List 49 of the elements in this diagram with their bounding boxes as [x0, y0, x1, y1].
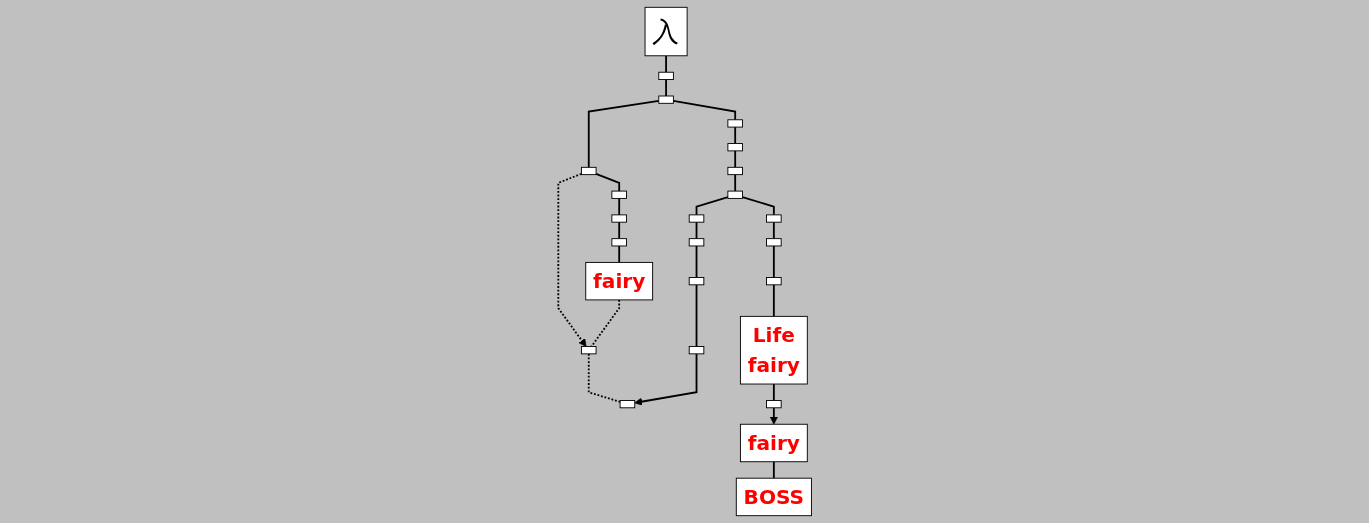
connector: [672, 100, 736, 121]
connector: [587, 99, 660, 169]
node-box: [611, 190, 627, 199]
connector: [733, 126, 736, 145]
connector: [733, 173, 736, 192]
connector: [695, 196, 729, 216]
node-box: [611, 214, 627, 223]
node-box: 入: [644, 6, 688, 57]
connector: [772, 283, 775, 318]
node-box: fairy: [739, 423, 808, 463]
node-box: [765, 277, 782, 286]
node-box: [688, 238, 704, 247]
node-box: [727, 143, 743, 152]
node-box: [765, 214, 782, 223]
connector: [617, 197, 620, 216]
node-box: [688, 277, 704, 286]
node-box: [727, 119, 743, 128]
connector: [695, 283, 698, 348]
node-box: [765, 400, 782, 409]
connector: [772, 245, 775, 279]
arrow: [769, 406, 778, 425]
node-box: [657, 95, 674, 104]
node-box: [765, 238, 782, 247]
connector: [733, 149, 736, 169]
node-box: [688, 346, 704, 355]
connector: [594, 172, 620, 192]
connector: [741, 196, 775, 216]
connector: [617, 221, 620, 240]
node-box: [580, 346, 597, 355]
connector: [617, 245, 620, 264]
node-box: [657, 71, 674, 80]
node-box: [688, 214, 704, 223]
connector: [772, 383, 775, 402]
arrow: [634, 352, 698, 406]
connector: [664, 78, 667, 97]
node-box: [611, 238, 627, 247]
node-box: fairy: [584, 261, 653, 301]
node-box: [727, 190, 743, 199]
node-box: [727, 166, 743, 176]
arrow: [557, 172, 587, 347]
connector: [772, 221, 775, 240]
node-box: [580, 166, 597, 176]
connector: [590, 299, 620, 348]
connector: [772, 460, 775, 480]
connector: [664, 54, 667, 74]
node-box: BOSS: [735, 477, 812, 517]
node-box: [619, 400, 635, 409]
node-box: Life fairy: [739, 315, 808, 385]
connector: [695, 245, 698, 279]
